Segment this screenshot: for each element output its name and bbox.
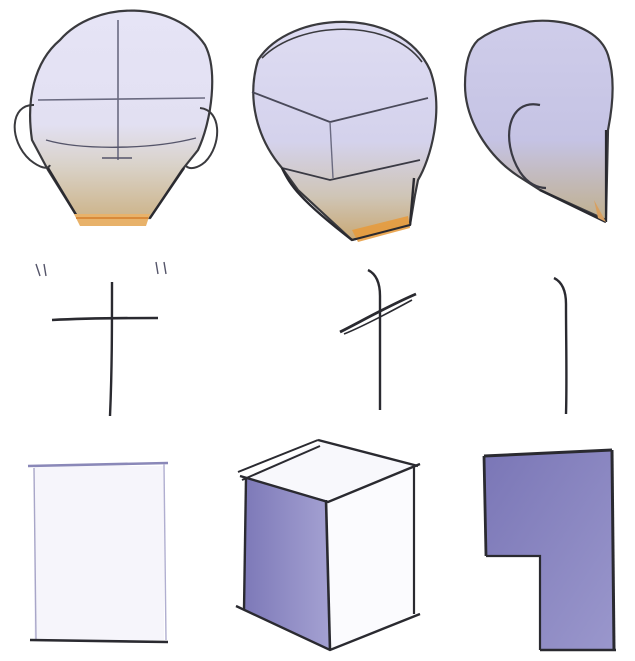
- three-quarter-cube-sketch: [236, 440, 420, 650]
- side-axis-line: [554, 278, 566, 414]
- side-head-sketch: [465, 21, 613, 222]
- front-head-sketch: [15, 11, 218, 226]
- three-quarter-head-sketch: [252, 22, 436, 242]
- front-axis-cross: [36, 262, 166, 416]
- front-box-sketch: [28, 463, 168, 642]
- side-l-box-sketch: [484, 450, 616, 650]
- three-quarter-axis-cross: [340, 270, 416, 410]
